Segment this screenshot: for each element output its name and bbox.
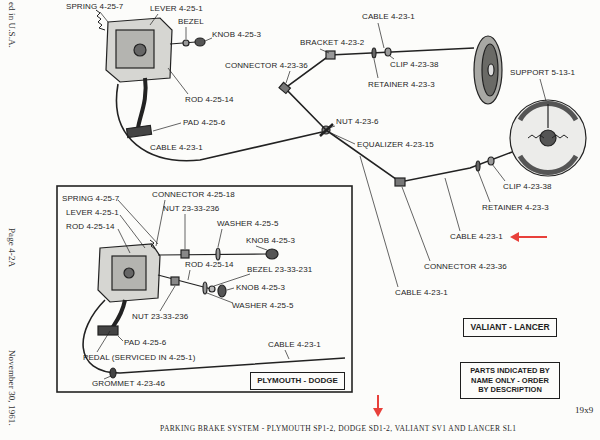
label-box: PLYMOUTH - DODGE bbox=[250, 372, 345, 390]
part-label: CABLE 4-23-1 bbox=[268, 340, 321, 349]
part-label: ROD 4-25-14 bbox=[185, 260, 234, 269]
part-label: BEZEL 23-33-231 bbox=[247, 265, 312, 274]
part-label: EQUALIZER 4-23-15 bbox=[357, 140, 434, 149]
part-label: CLIP 4-23-38 bbox=[503, 182, 552, 191]
label-box: PARTS INDICATED BY NAME ONLY - ORDER BY … bbox=[460, 362, 560, 399]
part-label: KNOB 4-25-3 bbox=[212, 30, 261, 39]
part-label: SPRING 4-25-7 bbox=[66, 2, 123, 11]
margin-note: ed in U.S.A. bbox=[7, 2, 17, 48]
part-label: CONNECTOR 4-23-36 bbox=[225, 61, 308, 70]
part-label: RETAINER 4-23-3 bbox=[482, 203, 549, 212]
part-label: BRACKET 4-23-2 bbox=[300, 38, 364, 47]
part-label: RETAINER 4-23-3 bbox=[368, 80, 435, 89]
part-label: CABLE 4-23-1 bbox=[450, 232, 503, 241]
part-label: KNOB 4-25-3 bbox=[246, 236, 295, 245]
part-label: WASHER 4-25-5 bbox=[217, 219, 278, 228]
caption: PARKING BRAKE SYSTEM - PLYMOUTH SP1-2, D… bbox=[160, 424, 516, 433]
part-label: CABLE 4-23-1 bbox=[150, 143, 203, 152]
part-label: CONNECTOR 4-25-18 bbox=[152, 190, 235, 199]
part-label: LEVER 4-25-1 bbox=[150, 4, 203, 13]
part-label: CLIP 4-23-38 bbox=[390, 60, 439, 69]
part-label: GROMMET 4-23-46 bbox=[92, 379, 165, 388]
margin-note: 19x9 bbox=[575, 406, 593, 415]
margin-note: November 30, 1961. bbox=[7, 350, 17, 426]
part-label: ROD 4-25-14 bbox=[185, 95, 234, 104]
margin-note: Page 4-2A bbox=[7, 228, 17, 267]
part-label: CABLE 4-23-1 bbox=[395, 288, 448, 297]
part-label: SUPPORT 5-13-1 bbox=[510, 68, 575, 77]
box-text: PARTS INDICATED BY NAME ONLY - ORDER BY … bbox=[467, 366, 553, 395]
box-text: VALIANT - LANCER bbox=[470, 322, 550, 333]
part-label: BEZEL bbox=[178, 17, 204, 26]
part-label: NUT 23-33-236 bbox=[132, 312, 188, 321]
part-label: PAD 4-25-6 bbox=[183, 118, 225, 127]
part-label: KNOB 4-25-3 bbox=[236, 283, 285, 292]
part-label: CONNECTOR 4-23-36 bbox=[424, 262, 507, 271]
part-label: ROD 4-25-14 bbox=[66, 222, 115, 231]
label-box: VALIANT - LANCER bbox=[463, 318, 557, 337]
part-label: NUT 4-23-6 bbox=[336, 117, 379, 126]
part-label: NUT 23-33-236 bbox=[163, 204, 219, 213]
part-label: WASHER 4-25-5 bbox=[232, 301, 293, 310]
part-label: CABLE 4-23-1 bbox=[362, 12, 415, 21]
part-label: PEDAL (SERVICED IN 4-25-1) bbox=[83, 353, 195, 362]
part-label: PAD 4-25-6 bbox=[124, 338, 166, 347]
part-label: SPRING 4-25-7 bbox=[62, 194, 119, 203]
box-text: PLYMOUTH - DODGE bbox=[257, 376, 338, 386]
part-label: LEVER 4-25-1 bbox=[66, 208, 119, 217]
